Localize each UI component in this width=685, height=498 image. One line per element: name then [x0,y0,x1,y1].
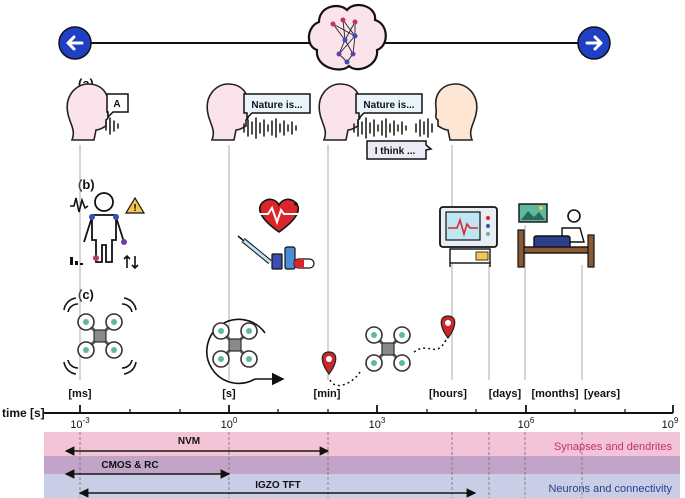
synapses-label: Synapses and dendrites [554,441,673,453]
igzo-tft-label: IGZO TFT [255,480,301,491]
speech-bubble-nature-left: Nature is... [243,93,311,120]
listener-head-a1 [66,83,110,141]
speech-bubble-think: I think ... [366,140,433,160]
responder-head-a4 [434,83,478,141]
drone-icon-travel [364,325,412,373]
band-overlap [44,456,680,474]
panel-label-c: (c) [78,287,94,302]
band-guides [79,432,583,498]
location-pin-icon-end [440,315,456,339]
panel-label-b: (b) [78,177,95,192]
timescale-days: [days] [489,388,522,400]
timescale-hours: [hours] [429,388,467,400]
svg-text:Nature is...: Nature is... [251,100,302,111]
svg-text:!: ! [133,203,136,214]
speech-bubble-nature-right: Nature is... [355,93,423,120]
timescale-ms: [ms] [68,388,92,400]
minor-ticks [129,409,626,413]
right-arrow-icon[interactable] [577,26,611,60]
timescale-years: [years] [584,388,620,400]
neurons-label: Neurons and connectivity [548,483,672,495]
cmos-rc-label: CMOS & RC [101,460,158,471]
svg-text:A: A [113,99,120,110]
tick-label-1: 100 [221,416,238,431]
nvm-label: NVM [178,436,200,447]
timescale-months: [months] [531,388,578,400]
patient-monitor-icon [439,206,498,267]
tick-label-3: 106 [518,416,535,431]
svg-text:Nature is...: Nature is... [363,100,414,111]
sound-wave-icons [105,117,433,139]
syringe-icon [237,235,272,264]
speaker-head-a2 [206,83,250,141]
timescale-guides [79,145,583,380]
tick-label-0: 10-3 [70,416,90,431]
speech-bubble-letter: A [106,93,129,119]
pill-icons [271,246,315,270]
location-pin-icon-start [321,351,337,375]
band-neurons [44,474,680,498]
hospital-bed-icon [517,203,595,268]
drone-icon-hover [63,297,137,375]
axis-title: time [s] [2,406,45,420]
drone-icon-rotate [206,318,285,386]
band-synapses [44,432,680,456]
flight-path [329,335,449,387]
major-ticks [79,405,674,413]
tick-label-4: 109 [662,416,679,431]
brain-network-icon [307,3,387,71]
heart-rate-icon [258,198,300,233]
left-arrow-icon[interactable] [58,26,92,60]
timescale-s: [s] [222,388,236,400]
timescale-min: [min] [314,388,341,400]
tick-label-2: 103 [369,416,386,431]
svg-text:I think ...: I think ... [375,146,416,157]
person-sensors-icon: ! [70,192,146,270]
